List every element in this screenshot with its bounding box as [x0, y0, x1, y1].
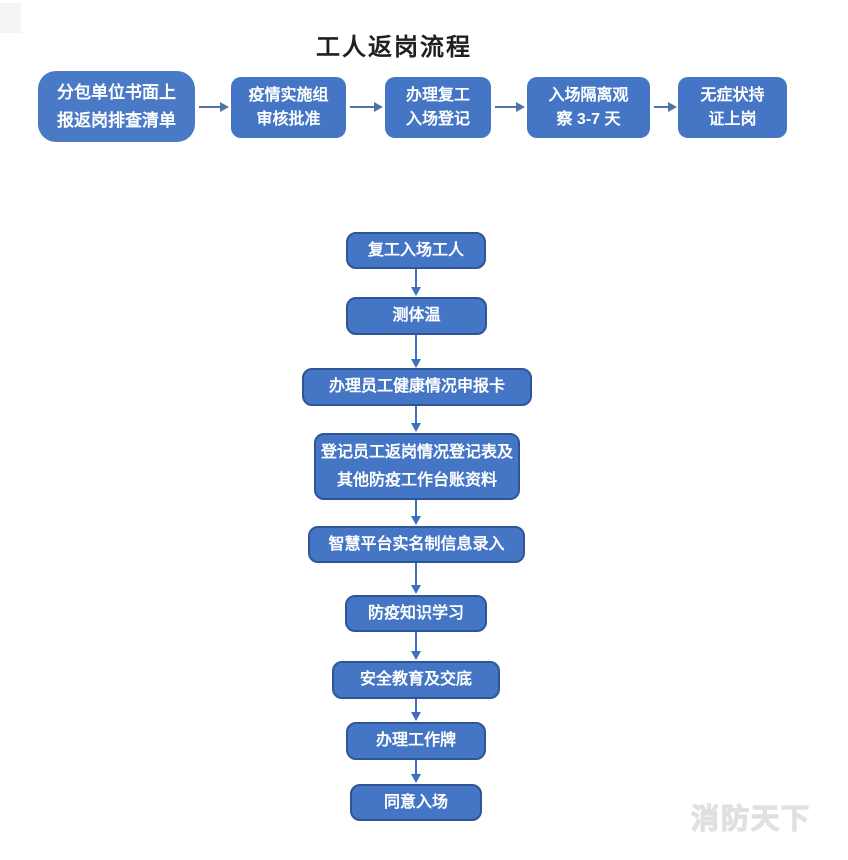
- flow-step-epidemic-group-approval: 疫情实施组 审核批准: [231, 77, 346, 138]
- flow-step-health-declaration-card: 办理员工健康情况申报卡: [302, 368, 532, 406]
- flow-step-return-registration-form: 登记员工返岗情况登记表及 其他防疫工作台账资料: [314, 433, 520, 500]
- flow-step-safety-education: 安全教育及交底: [332, 661, 500, 699]
- arrow-down-icon: [411, 699, 421, 721]
- page-title: 工人返岗流程: [316, 35, 472, 61]
- arrow-right-icon: [654, 102, 677, 112]
- arrow-down-icon: [411, 269, 421, 296]
- flow-step-no-symptom-work: 无症状持 证上岗: [678, 77, 787, 138]
- arrow-right-icon: [199, 102, 229, 112]
- flow-step-entry-approved: 同意入场: [350, 784, 482, 821]
- arrow-down-icon: [411, 760, 421, 783]
- flow-step-quarantine-observation: 入场隔离观 察 3-7 天: [527, 77, 650, 138]
- watermark: 消防天下: [690, 802, 812, 834]
- arrow-right-icon: [350, 102, 383, 112]
- arrow-down-icon: [411, 632, 421, 660]
- flow-step-subcontractor-report: 分包单位书面上 报返岗排查清单: [38, 71, 195, 142]
- arrow-down-icon: [411, 406, 421, 432]
- flow-step-epidemic-knowledge-study: 防疫知识学习: [345, 595, 487, 632]
- flow-step-temperature-check: 测体温: [346, 297, 487, 335]
- flow-step-realname-platform-entry: 智慧平台实名制信息录入: [308, 526, 525, 563]
- arrow-down-icon: [411, 563, 421, 594]
- flow-step-returning-worker: 复工入场工人: [346, 232, 486, 269]
- arrow-down-icon: [411, 500, 421, 525]
- arrow-down-icon: [411, 335, 421, 368]
- scan-artifact: [0, 3, 21, 33]
- arrow-right-icon: [495, 102, 525, 112]
- flow-step-resume-work-registration: 办理复工 入场登记: [385, 77, 491, 138]
- flow-step-work-badge: 办理工作牌: [346, 722, 486, 760]
